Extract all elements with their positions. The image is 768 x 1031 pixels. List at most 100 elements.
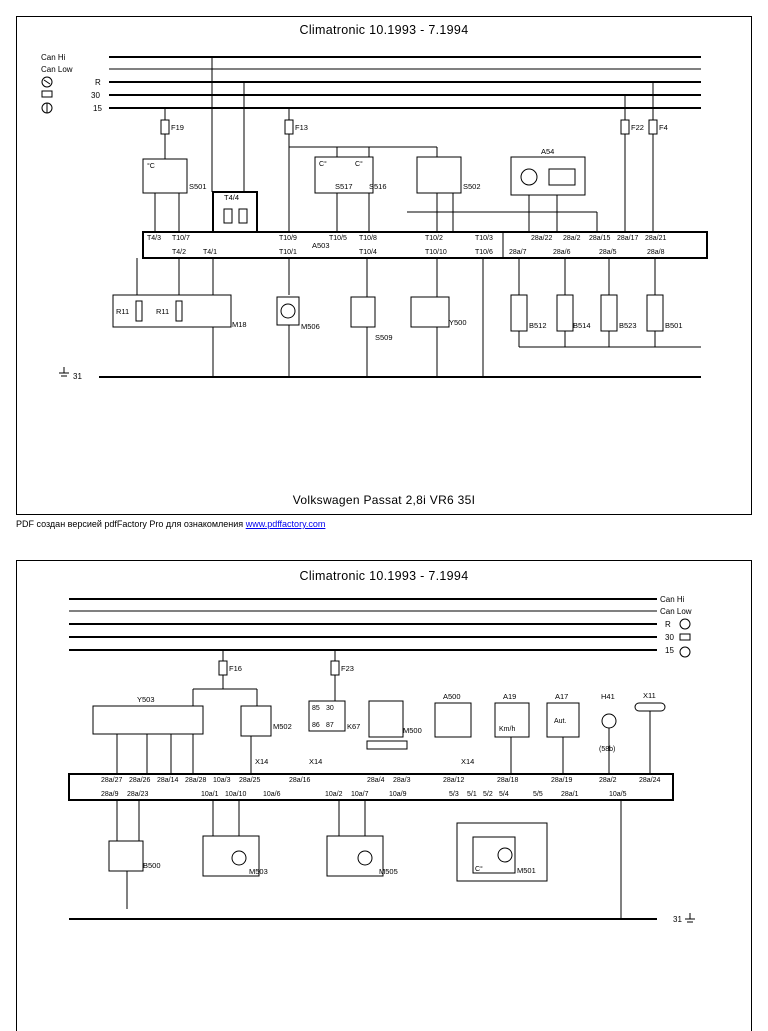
svg-text:X14: X14 — [461, 757, 474, 766]
component-label: S509 — [375, 333, 393, 342]
component-a54 — [510, 156, 586, 196]
bus-label-r: R — [95, 78, 101, 87]
svg-text:A19: A19 — [503, 692, 516, 701]
svg-text:10a/6: 10a/6 — [263, 791, 281, 798]
ground-label: 31 — [73, 372, 82, 381]
svg-text:M505: M505 — [379, 867, 398, 876]
pdffactory-link[interactable]: www.pdffactory.com — [245, 519, 326, 529]
fuse-f13-icon — [284, 119, 294, 135]
control-unit-a503 — [142, 231, 708, 259]
component-label: S517 — [335, 182, 353, 191]
svg-text:5/1: 5/1 — [467, 791, 477, 798]
svg-text:Can Low: Can Low — [660, 607, 692, 616]
component-a500 — [434, 702, 472, 738]
svg-text:X14: X14 — [309, 757, 322, 766]
svg-text:28a/8: 28a/8 — [647, 249, 665, 256]
svg-text:5/2: 5/2 — [483, 791, 493, 798]
svg-text:28a/22: 28a/22 — [531, 235, 553, 242]
svg-text:(58b): (58b) — [599, 746, 615, 753]
lamp-h41-icon — [601, 713, 617, 729]
svg-text:15: 15 — [665, 646, 674, 655]
ignition-switch-icon — [679, 646, 691, 658]
svg-text:T10/8: T10/8 — [359, 235, 377, 242]
resistor-r11-group — [112, 294, 232, 328]
vehicle-footer: Volkswagen Passat 2,8i VR6 35I — [292, 493, 476, 507]
fuse-f19-icon — [160, 119, 170, 135]
sensor-b523 — [600, 294, 618, 332]
diagram-page-1: Climatronic 10.1993 - 7.1994 Can Hi Can … — [16, 16, 752, 515]
svg-text:A500: A500 — [443, 692, 461, 701]
switch-s501 — [142, 158, 188, 194]
svg-text:10a/5: 10a/5 — [609, 791, 627, 798]
svg-text:T4/3: T4/3 — [147, 235, 161, 242]
motor-m506 — [276, 296, 300, 326]
svg-text:28a/6: 28a/6 — [553, 249, 571, 256]
svg-text:28a/14: 28a/14 — [157, 777, 179, 784]
component-label: S516 — [369, 182, 387, 191]
diagram-page-2: Climatronic 10.1993 - 7.1994 Can Hi Can … — [16, 560, 752, 1031]
connector-x11 — [634, 702, 666, 712]
sensor-b501 — [646, 294, 664, 332]
component-label: S501 — [189, 182, 207, 191]
fuse-label: F22 — [631, 123, 644, 132]
bus-label-15: 15 — [93, 104, 102, 113]
svg-text:30: 30 — [326, 705, 334, 712]
relay-k67 — [308, 700, 346, 732]
svg-text:F16: F16 — [229, 664, 242, 673]
fuse-f4-icon — [648, 119, 658, 135]
svg-text:28a/2: 28a/2 — [563, 235, 581, 242]
switch-s509 — [350, 296, 376, 328]
fuse-f23-icon — [330, 660, 340, 676]
bus-label-can-hi: Can Hi — [41, 53, 66, 62]
svg-text:30: 30 — [665, 633, 674, 642]
motor-icon — [497, 847, 513, 863]
bus-lines: Can Hi Can Low R 30 15 — [41, 53, 701, 114]
svg-text:Aut.: Aut. — [554, 718, 567, 725]
svg-text:B500: B500 — [143, 861, 161, 870]
svg-text:28a/4: 28a/4 — [367, 777, 385, 784]
switch-s517-s516 — [314, 156, 374, 194]
wiring-diagram-1: Can Hi Can Low R 30 15 F19 F13 — [41, 53, 708, 381]
svg-text:K67: K67 — [347, 722, 360, 731]
svg-text:28a/1: 28a/1 — [561, 791, 579, 798]
component-label: B512 — [529, 321, 547, 330]
speedometer-a19 — [494, 702, 530, 738]
svg-text:T10/10: T10/10 — [425, 249, 447, 256]
svg-text:28a/24: 28a/24 — [639, 777, 661, 784]
ignition-key-icon — [41, 76, 53, 88]
svg-text:28a/28: 28a/28 — [185, 777, 207, 784]
svg-text:Km/h: Km/h — [499, 726, 515, 733]
svg-text:85: 85 — [312, 705, 320, 712]
svg-text:86: 86 — [312, 722, 320, 729]
connector-pins-bottom: 28a/9 28a/23 10a/1 10a/10 10a/6 10a/2 10… — [101, 791, 627, 798]
component-label: B523 — [619, 321, 637, 330]
fuse-f16-icon — [218, 660, 228, 676]
svg-text:T10/2: T10/2 — [425, 235, 443, 242]
sensor-b500 — [108, 840, 144, 872]
battery-icon — [679, 633, 691, 641]
svg-text:28a/25: 28a/25 — [239, 777, 261, 784]
svg-text:5/4: 5/4 — [499, 791, 509, 798]
motor-m503 — [202, 835, 260, 877]
svg-text:T10/7: T10/7 — [172, 235, 190, 242]
component-label: M18 — [232, 320, 247, 329]
fuse-label: F13 — [295, 123, 308, 132]
svg-text:28a/15: 28a/15 — [589, 235, 611, 242]
svg-text:28a/2: 28a/2 — [599, 777, 617, 784]
fuse-label: F4 — [659, 123, 668, 132]
svg-text:28a/18: 28a/18 — [497, 777, 519, 784]
motor-icon — [231, 850, 247, 866]
switch-s502 — [416, 156, 462, 194]
sensor-b512 — [510, 294, 528, 332]
control-unit-label: A503 — [312, 241, 330, 250]
svg-text:F23: F23 — [341, 664, 354, 673]
svg-text:M501: M501 — [517, 866, 536, 875]
svg-text:10a/2: 10a/2 — [325, 791, 343, 798]
ground-label: 31 — [673, 915, 682, 924]
svg-text:28a/19: 28a/19 — [551, 777, 573, 784]
connector-pins-top: 28a/27 28a/26 28a/14 28a/28 10a/3 28a/25… — [101, 777, 661, 784]
svg-text:M503: M503 — [249, 867, 268, 876]
svg-text:28a/5: 28a/5 — [599, 249, 617, 256]
page-title: Climatronic 10.1993 - 7.1994 — [299, 23, 469, 37]
svg-text:H41: H41 — [601, 692, 615, 701]
